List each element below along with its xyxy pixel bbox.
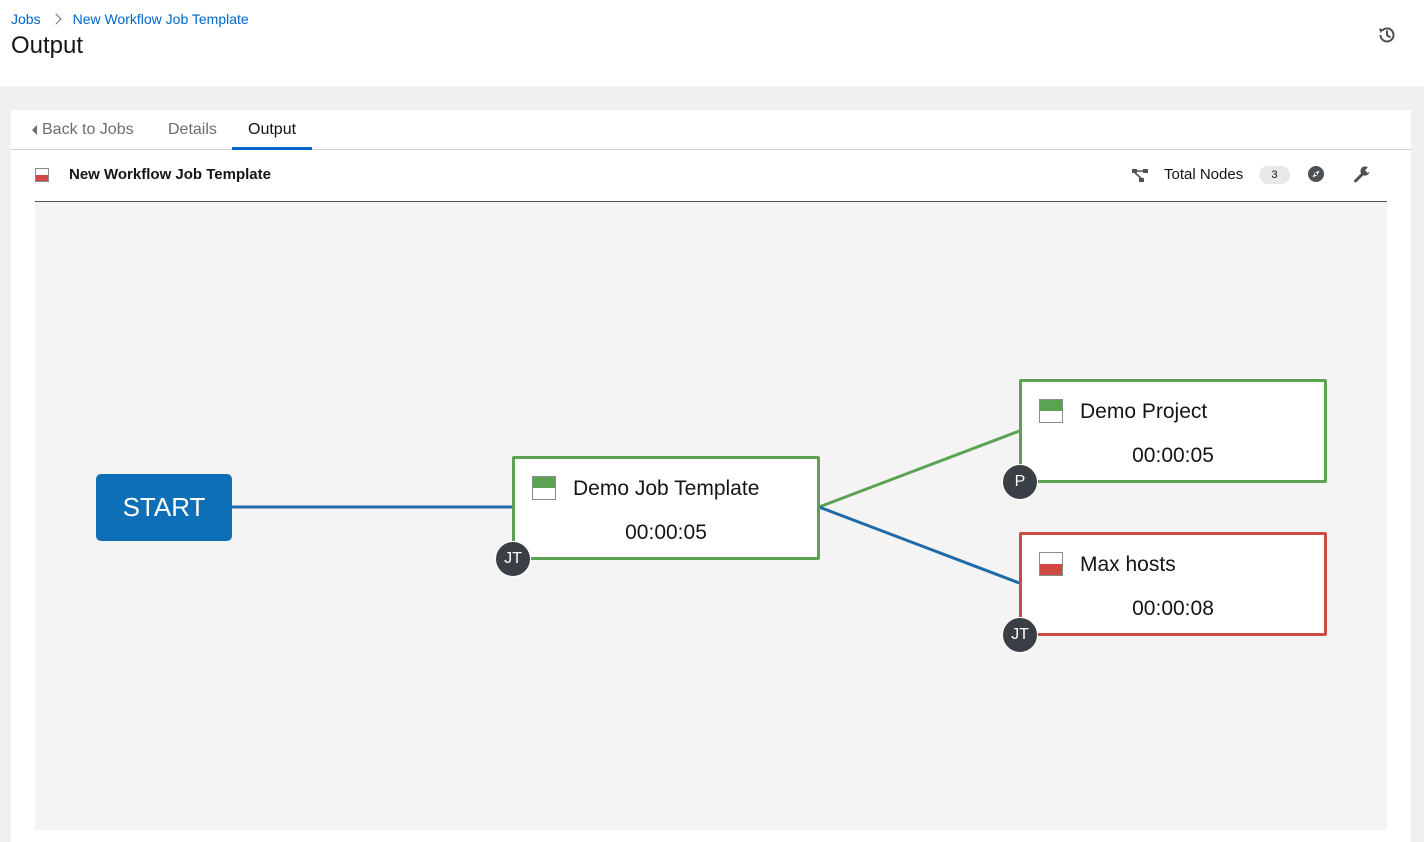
failed-status-icon [1039, 552, 1063, 576]
workflow-canvas[interactable]: START Demo Job Template 00:00:05 JT Demo… [35, 202, 1387, 830]
start-node[interactable]: START [96, 474, 232, 541]
breadcrumb: Jobs New Workflow Job Template [11, 11, 249, 27]
workflow-nodes-icon [1131, 166, 1149, 189]
link-job-template-to-max-hosts[interactable] [818, 505, 1023, 586]
failed-status-icon [35, 168, 49, 182]
node-elapsed: 00:00:05 [1132, 444, 1214, 467]
wrench-icon[interactable] [1353, 165, 1373, 188]
caret-left-icon [32, 124, 37, 135]
workflow-name: New Workflow Job Template [69, 166, 271, 183]
node-elapsed: 00:00:05 [625, 521, 707, 544]
history-icon[interactable] [1376, 24, 1398, 46]
node-label: Demo Job Template [573, 477, 760, 500]
node-type-badge: JT [495, 541, 531, 577]
tab-output[interactable]: Output [232, 110, 313, 150]
chevron-right-icon [49, 13, 62, 25]
success-status-icon [532, 476, 556, 500]
breadcrumb-current-link[interactable]: New Workflow Job Template [72, 11, 249, 27]
page-title: Output [11, 32, 84, 59]
node-type-badge: P [1002, 464, 1038, 500]
node-type-badge: JT [1002, 617, 1038, 653]
workflow-links [232, 428, 1023, 586]
job-output-card: Back to Jobs Details Output New Workflow… [11, 110, 1411, 842]
node-label: Max hosts [1080, 553, 1176, 576]
node-label: Demo Project [1080, 400, 1208, 423]
workflow-toolbar: New Workflow Job Template Total Nodes 3 [35, 150, 1387, 202]
breadcrumb-jobs-link[interactable]: Jobs [11, 11, 41, 27]
page-header: Jobs New Workflow Job Template Output [0, 0, 1424, 86]
node-demo-project[interactable]: Demo Project 00:00:05 P [1002, 379, 1327, 500]
link-job-template-to-demo-project[interactable] [818, 428, 1023, 509]
compass-icon[interactable] [1307, 165, 1325, 188]
node-elapsed: 00:00:08 [1132, 597, 1214, 620]
total-nodes-count: 3 [1259, 166, 1290, 184]
tab-back-label: Back to Jobs [42, 121, 134, 138]
total-nodes-label: Total Nodes [1164, 166, 1244, 183]
success-status-icon [1039, 399, 1063, 423]
node-max-hosts[interactable]: Max hosts 00:00:08 JT [1002, 532, 1327, 653]
tab-details[interactable]: Details [168, 121, 217, 138]
node-demo-job-template[interactable]: Demo Job Template 00:00:05 JT [495, 456, 820, 577]
tab-back-to-jobs[interactable]: Back to Jobs [32, 110, 134, 149]
tab-bar: Back to Jobs Details Output [11, 110, 1411, 150]
